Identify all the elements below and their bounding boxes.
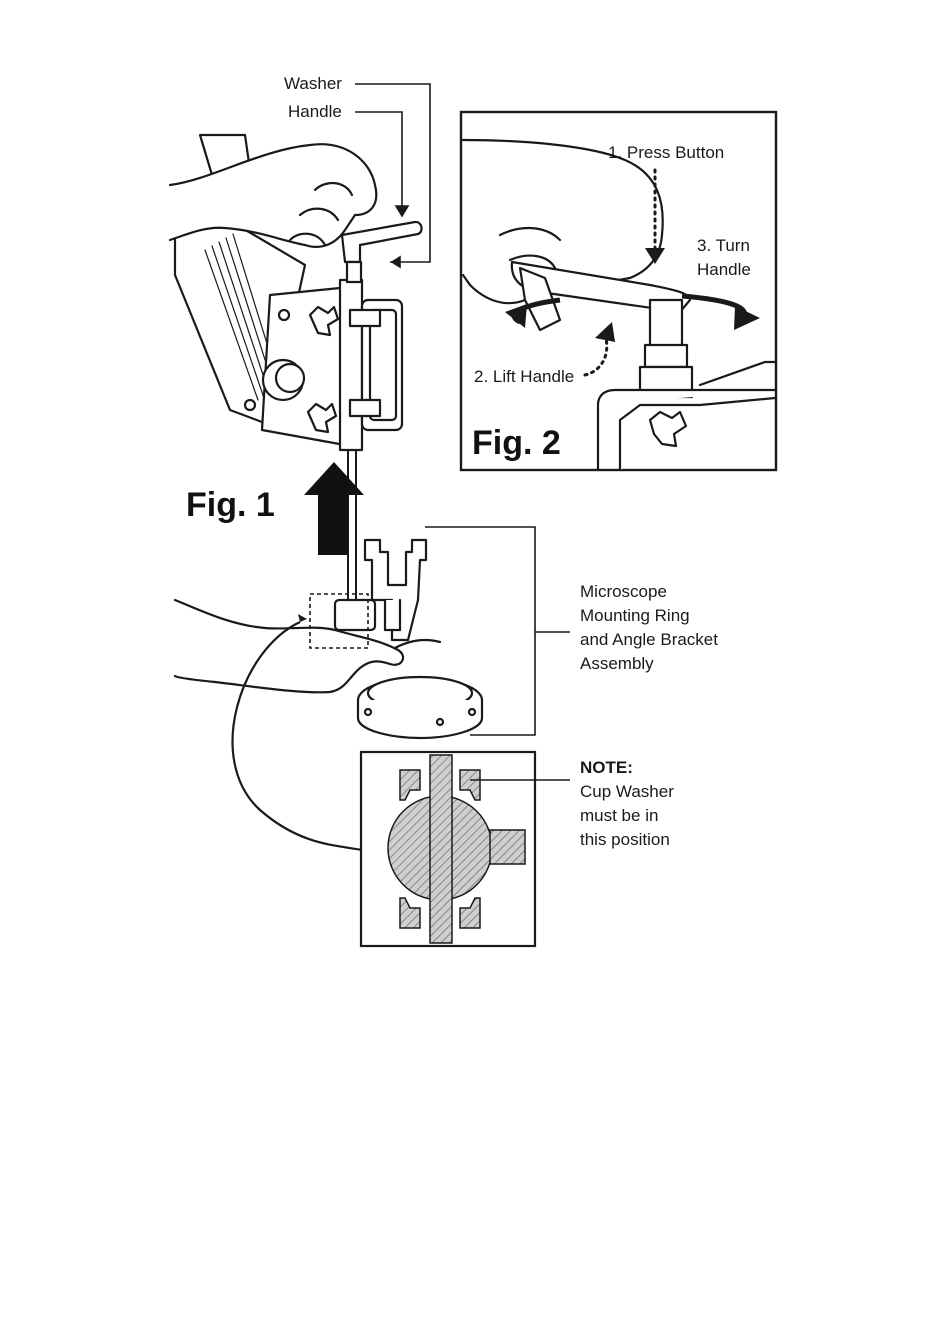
lift-handle-label: 2. Lift Handle: [474, 365, 574, 389]
turn-handle-label: 3. Turn Handle: [697, 234, 751, 282]
note-title: NOTE:: [580, 756, 770, 780]
assembly-line-4: Assembly: [580, 652, 770, 676]
note-line-3: this position: [580, 828, 770, 852]
cup-washer-detail: [361, 752, 570, 946]
press-button-label: 1. Press Button: [608, 141, 724, 165]
turn-handle-line-2: Handle: [697, 258, 751, 282]
note-line-2: must be in: [580, 804, 770, 828]
note-label: NOTE: Cup Washer must be in this positio…: [580, 756, 770, 852]
fig1-label: Fig. 1: [186, 486, 275, 525]
fig2-panel: [461, 112, 776, 470]
handle-label: Handle: [288, 100, 342, 124]
washer-label: Washer: [284, 72, 342, 96]
assembly-line-2: Mounting Ring: [580, 604, 770, 628]
note-line-1: Cup Washer: [580, 780, 770, 804]
assembly-label: Microscope Mounting Ring and Angle Brack…: [580, 580, 770, 676]
assembly-line-3: and Angle Bracket: [580, 628, 770, 652]
fig2-label: Fig. 2: [472, 424, 561, 463]
assembly-line-1: Microscope: [580, 580, 770, 604]
turn-handle-line-1: 3. Turn: [697, 234, 751, 258]
